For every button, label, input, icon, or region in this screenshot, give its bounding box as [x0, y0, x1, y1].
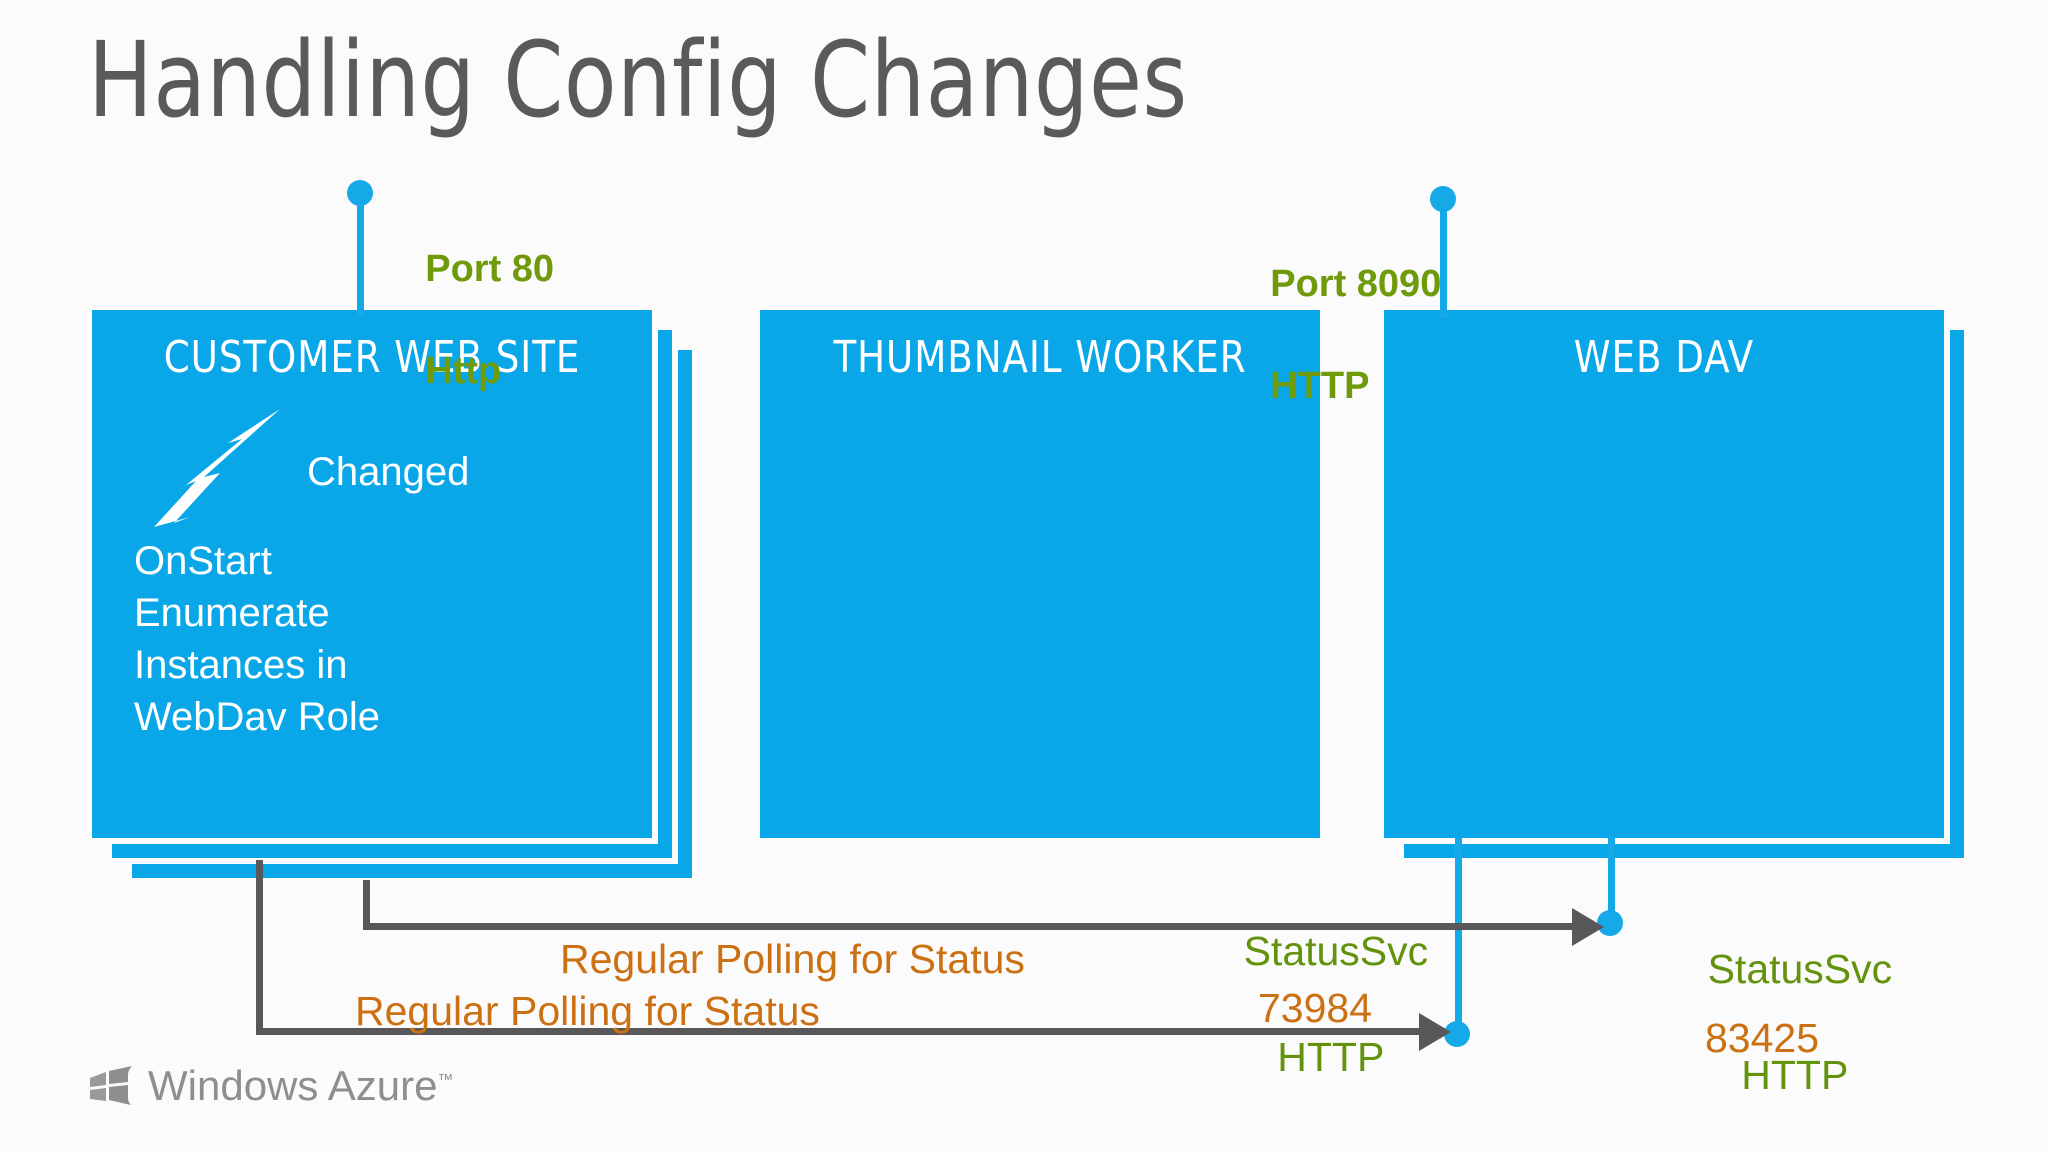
role-box-customer-web-site[interactable]: CUSTOMER WEB SITE Changed OnStart Enumer…: [92, 310, 652, 838]
statussvc-name-right: StatusSvc: [1707, 946, 1893, 992]
role-box-web-dav[interactable]: WEB DAV: [1384, 310, 1944, 838]
role-title-web-dav: WEB DAV: [1573, 332, 1755, 383]
role-box-thumbnail-worker[interactable]: THUMBNAIL WORKER: [760, 310, 1320, 838]
statussvc-protocol-right: HTTP: [1741, 1052, 1849, 1098]
endpoint-label-customer-web-site: Port 80 Http: [383, 193, 554, 448]
statussvc-protocol-middle: HTTP: [1277, 1034, 1385, 1080]
page-title: Handling Config Changes: [88, 19, 1188, 141]
windows-azure-logo: Windows Azure™: [88, 1062, 453, 1110]
endpoint-line-customer-web-site: [357, 192, 364, 316]
changed-label: Changed: [307, 450, 470, 494]
polling-lower-arrowhead: [1419, 1013, 1451, 1051]
role-title-thumbnail-worker: THUMBNAIL WORKER: [833, 332, 1247, 383]
endpoint-label-web-dav: Port 8090 HTTP: [1228, 208, 1441, 463]
trademark-symbol: ™: [437, 1072, 454, 1089]
endpoint-protocol-customer: Http: [425, 350, 502, 392]
statussvc-label-right: StatusSvc HTTP: [1662, 890, 1893, 1152]
polling-upper-vertical: [363, 880, 370, 930]
onstart-body-text: OnStart Enumerate Instances in WebDav Ro…: [134, 539, 381, 739]
webdav-down-line-left: [1455, 838, 1462, 1034]
webdav-down-line-right: [1608, 838, 1615, 918]
statussvc-name-middle: StatusSvc: [1243, 928, 1429, 974]
logo-wordmark: Windows Azure: [148, 1062, 438, 1109]
role-title-customer-web-site: CUSTOMER WEB SITE: [163, 332, 581, 383]
statussvc-label-middle: StatusSvc HTTP: [1198, 872, 1429, 1137]
statussvc-value-middle: 73984: [1258, 985, 1373, 1031]
lightning-bolt-icon: [154, 409, 280, 527]
statussvc-value-right: 83425: [1705, 1015, 1820, 1061]
endpoint-line-web-dav: [1440, 198, 1447, 318]
endpoint-port-webdav: Port 8090: [1270, 263, 1442, 305]
endpoint-protocol-webdav: HTTP: [1270, 365, 1370, 407]
polling-lower-horizontal: [256, 1028, 1426, 1035]
polling-upper-label: Regular Polling for Status: [560, 936, 1025, 982]
polling-upper-horizontal: [363, 923, 1579, 930]
windows-flag-icon: [90, 1066, 132, 1105]
polling-upper-arrowhead: [1572, 908, 1604, 946]
endpoint-port-customer: Port 80: [425, 248, 555, 290]
polling-lower-vertical: [256, 860, 263, 1035]
polling-lower-label: Regular Polling for Status: [355, 988, 820, 1034]
endpoint-dot-customer-web-site: [347, 180, 373, 206]
endpoint-dot-web-dav: [1430, 186, 1456, 212]
